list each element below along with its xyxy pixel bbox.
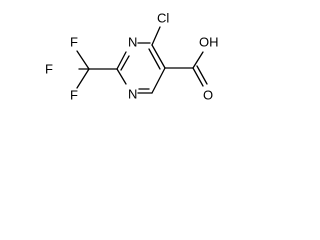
carbonyl-oxygen-label: O [203, 88, 213, 103]
bond-c4-c5-double [148, 48, 161, 70]
bond-carboxyl-o [192, 67, 204, 87]
pyrimidine-ring [116, 42, 166, 94]
bond-cf3-f-top [76, 50, 90, 70]
fluorine-bottom-label: F [70, 88, 78, 103]
hydroxyl-label: OH [199, 35, 219, 50]
bond-cf3-f-bottom [76, 68, 90, 89]
fluorine-top-label: F [70, 35, 78, 50]
bond-c4-cl [151, 26, 161, 46]
substituent-bonds [76, 26, 208, 89]
bond-n3-c2 [116, 68, 127, 85]
bond-c4-c5 [151, 44, 166, 69]
bond-carboxyl-oh [192, 51, 204, 69]
bond-c5-c6 [151, 67, 166, 94]
bond-c2-n1-double [120, 55, 130, 71]
nitrogen-bottom-label: N [128, 87, 137, 102]
fluorine-left-label: F [45, 62, 53, 77]
atom-labels: Cl N N OH O F F F [45, 11, 219, 103]
bond-c2-n1 [116, 51, 127, 70]
molecule-structure: Cl N N OH O F F F [45, 11, 219, 103]
chlorine-label: Cl [157, 11, 169, 26]
nitrogen-top-label: N [128, 35, 137, 50]
bond-carboxyl-o-double [196, 65, 208, 85]
